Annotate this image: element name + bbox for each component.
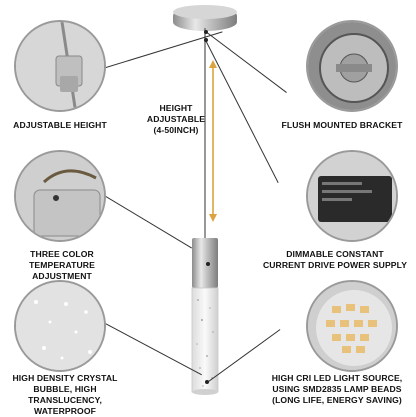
detail-color-switch <box>14 150 106 242</box>
caption-three-color: THREE COLOR TEMPERATURE ADJUSTMENT <box>29 249 95 281</box>
caption-flush-mounted-bracket: FLUSH MOUNTED BRACKET <box>281 120 403 130</box>
detail-bracket <box>306 20 398 112</box>
pendant-lamp-illustration <box>173 5 237 395</box>
lamp-crystal-tube <box>191 287 219 393</box>
height-arrow <box>209 60 217 222</box>
detail-crystal <box>14 280 106 372</box>
caption-power-supply: DIMMABLE CONSTANT CURRENT DRIVE POWER SU… <box>262 249 408 270</box>
detail-power-supply <box>306 150 398 242</box>
caption-crystal: HIGH DENSITY CRYSTAL BUBBLE, HIGH TRANSL… <box>12 373 118 416</box>
caption-led: HIGH CRI LED LIGHT SOURCE, USING SMD2835… <box>271 373 403 405</box>
marker-dot <box>205 380 209 384</box>
marker-dot <box>204 38 208 42</box>
lamp-metal-sleeve <box>192 238 218 288</box>
marker-dot <box>204 30 208 34</box>
detail-led-board <box>306 280 398 372</box>
detail-cable-lock <box>14 20 106 112</box>
caption-adjustable-height: ADJUSTABLE HEIGHT <box>13 120 107 130</box>
marker-dot <box>206 262 210 266</box>
height-adjustable-note: HEIGHT ADJUSTABLE (4-50INCH) <box>146 103 206 135</box>
